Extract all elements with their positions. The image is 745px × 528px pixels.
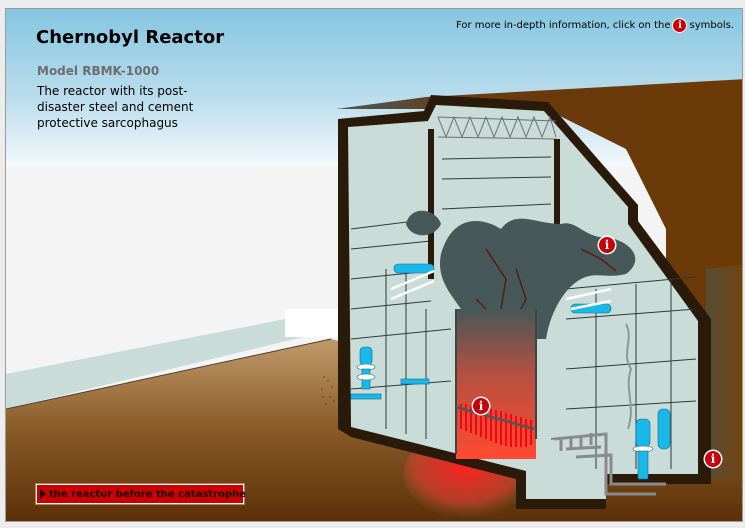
info-hotspot-reactor-core[interactable]: i: [473, 398, 489, 414]
debris-dots: [321, 376, 335, 405]
reactor-cutaway-scene: [6, 79, 742, 521]
inner-wall-left: [428, 129, 434, 279]
white-patch: [285, 309, 340, 337]
sarcophagus-roof: [336, 79, 742, 479]
fuel-rods: [460, 404, 532, 447]
info-hint: For more in-depth information, click on …: [456, 19, 734, 32]
roof-truss: [437, 115, 557, 140]
info-icon: i: [673, 19, 687, 32]
info-hint-prefix: For more in-depth information, click on …: [455, 20, 671, 31]
core-top-plate: [455, 405, 535, 431]
inner-wall-right: [554, 139, 560, 249]
play-arrow-icon: [40, 489, 46, 499]
info-hint-suffix: symbols.: [689, 20, 734, 31]
info-hotspot-foundation[interactable]: i: [705, 451, 721, 467]
page-title: Chernobyl Reactor: [36, 27, 225, 48]
reactor-before-catastrophe-button[interactable]: the reactor before the catastrophe: [36, 484, 246, 504]
white-pipes: [390, 269, 612, 311]
info-hotspot-sarcophagus-top[interactable]: i: [599, 237, 615, 253]
reactor-before-catastrophe-label: the reactor before the catastrophe: [49, 488, 246, 500]
coolant-pumps: [350, 263, 671, 480]
sarcophagus-side-wall: [706, 264, 742, 479]
ground-edge: [6, 338, 332, 410]
rubble-mass: [440, 218, 636, 339]
reactor-model: Model RBMK-1000: [37, 64, 160, 78]
terrain-strip: [6, 309, 336, 409]
rubble-left-patch: [406, 210, 441, 236]
reactor-description: The reactor with its post-disaster steel…: [37, 84, 194, 130]
reactor-illustration-panel: Chernobyl Reactor Model RBMK-1000 The re…: [5, 8, 743, 522]
wall-crack: [625, 323, 633, 430]
grey-piping: [553, 432, 666, 496]
